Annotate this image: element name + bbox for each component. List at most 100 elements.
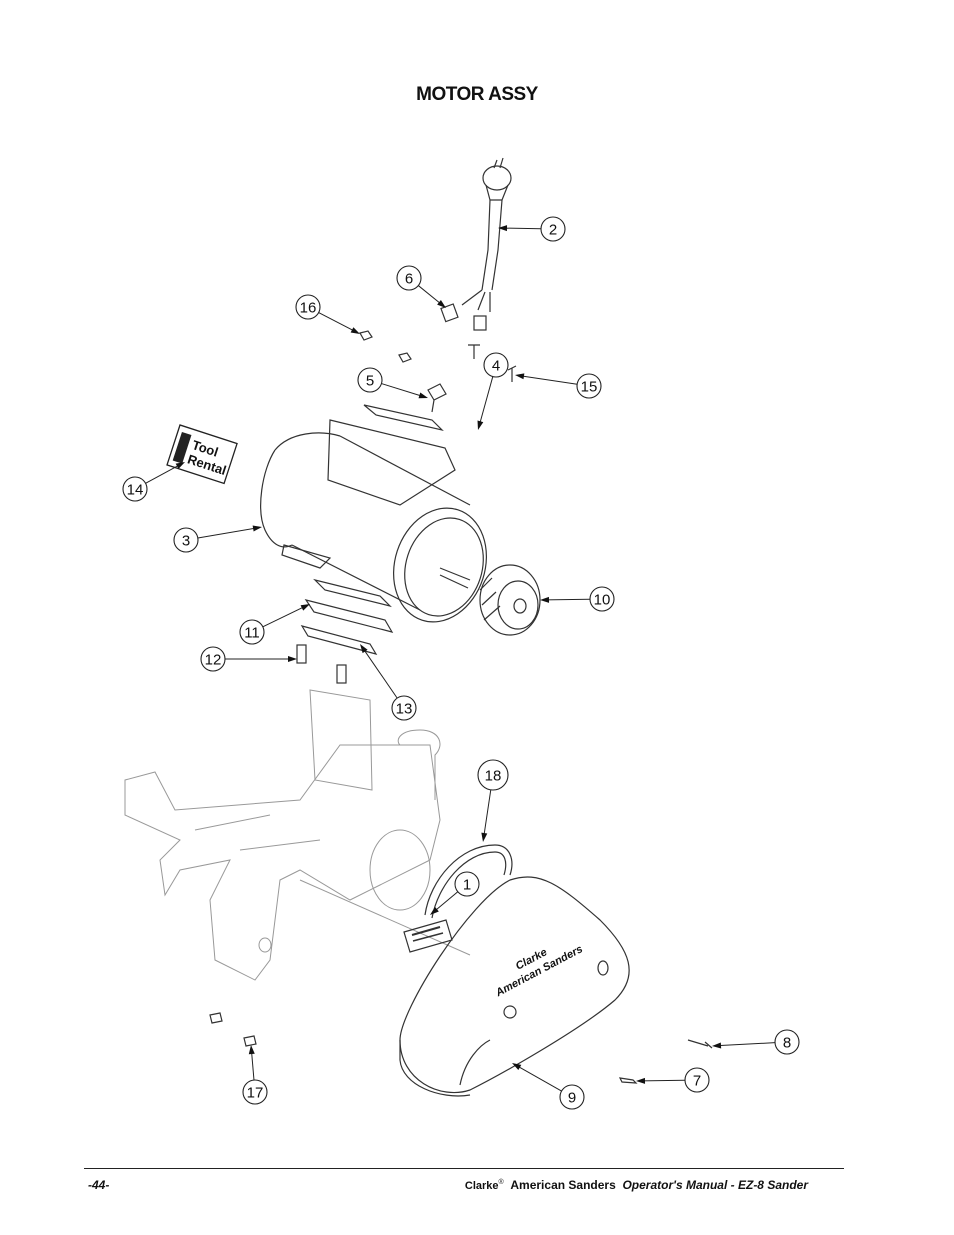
arrowhead-17	[248, 1045, 255, 1055]
power-cord-part	[440, 157, 512, 331]
callout-circle-14	[122, 476, 148, 502]
leader-line-15	[520, 375, 578, 385]
footer-manual: Operator's Manual - EZ-8 Sander	[622, 1178, 808, 1192]
footer-registered-mark: ®	[498, 1179, 504, 1186]
callout-circle-17	[242, 1079, 268, 1105]
nuts-17	[209, 1012, 257, 1047]
arrowhead-10	[540, 596, 550, 603]
motor-part	[260, 404, 487, 623]
callout-3: 3	[173, 527, 199, 553]
callout-circle-7	[684, 1067, 710, 1093]
arrowhead-5	[418, 392, 428, 399]
callout-12: 12	[200, 646, 226, 672]
belt-cover-part	[399, 876, 630, 1097]
callout-label-8: 8	[783, 1035, 791, 1052]
callout-6: 6	[396, 265, 422, 291]
callout-2: 2	[540, 216, 566, 242]
leader-line-11	[262, 606, 305, 628]
leader-line-4	[479, 376, 494, 425]
arrowhead-13	[360, 644, 368, 654]
callout-circle-8	[774, 1029, 800, 1055]
callout-circle-2	[540, 216, 566, 242]
callout-15: 15	[576, 373, 602, 399]
callout-14: 14	[122, 476, 148, 502]
arrowhead-14	[175, 462, 185, 469]
callout-8: 8	[774, 1029, 800, 1055]
callout-label-7: 7	[693, 1073, 701, 1090]
arrowhead-16	[350, 327, 360, 334]
callout-label-16: 16	[300, 300, 317, 317]
callout-5: 5	[357, 367, 383, 393]
callout-13: 13	[391, 695, 417, 721]
arrowhead-7	[636, 1077, 646, 1084]
belt-cover-logo: Clarke American Sanders	[493, 943, 585, 999]
leader-line-10	[545, 598, 591, 601]
callout-label-2: 2	[549, 222, 557, 239]
callout-label-13: 13	[396, 701, 413, 718]
warning-label-part	[403, 919, 453, 953]
callout-circle-11	[239, 619, 265, 645]
callout-label-4: 4	[492, 358, 500, 375]
page-title: MOTOR ASSY	[416, 84, 538, 105]
callout-10: 10	[589, 586, 615, 612]
arrowhead-11	[300, 604, 310, 611]
callout-label-10: 10	[594, 592, 611, 609]
callout-circle-18	[477, 759, 509, 791]
screws-7-8	[618, 1039, 713, 1084]
callout-4: 4	[483, 352, 509, 378]
callout-7: 7	[684, 1067, 710, 1093]
leader-line-7	[641, 1079, 686, 1082]
leader-line-9	[516, 1065, 562, 1092]
callout-circle-16	[295, 294, 321, 320]
leader-line-6	[418, 285, 442, 305]
callout-label-14: 14	[127, 482, 144, 499]
callout-circle-10	[589, 586, 615, 612]
footer-manual-title: Clarke® American Sanders Operator's Manu…	[465, 1178, 808, 1192]
leader-lines	[145, 225, 776, 1092]
footer-brand: Clarke	[464, 1180, 499, 1192]
callout-label-15: 15	[581, 379, 598, 396]
callout-label-5: 5	[366, 373, 374, 390]
small-hardware	[359, 330, 517, 413]
leader-line-14	[145, 464, 180, 484]
leader-line-16	[318, 312, 355, 332]
callout-circle-3	[173, 527, 199, 553]
callout-label-17: 17	[247, 1085, 264, 1102]
leader-line-18	[483, 789, 492, 837]
callout-circle-15	[576, 373, 602, 399]
callout-label-1: 1	[463, 877, 471, 894]
callout-label-6: 6	[405, 271, 413, 288]
arrowhead-4	[477, 420, 484, 430]
leader-line-5	[381, 383, 423, 397]
arrowhead-12	[288, 656, 297, 662]
frame-part	[124, 689, 471, 981]
arrowhead-6	[437, 300, 446, 308]
callout-circle-12	[200, 646, 226, 672]
footer-maker: American Sanders	[510, 1178, 616, 1192]
arrowhead-3	[252, 525, 262, 532]
leader-line-1	[434, 891, 459, 912]
callout-label-9: 9	[568, 1090, 576, 1107]
callout-label-3: 3	[182, 533, 190, 550]
callout-18: 18	[477, 759, 509, 791]
callout-11: 11	[239, 619, 265, 645]
arrowhead-1	[430, 906, 439, 915]
callout-17: 17	[242, 1079, 268, 1105]
callout-1: 1	[454, 871, 480, 897]
belt-part	[424, 844, 513, 919]
arrowhead-8	[712, 1042, 722, 1049]
callout-circle-4	[483, 352, 509, 378]
callout-9: 9	[559, 1084, 585, 1110]
callout-16: 16	[295, 294, 321, 320]
arrowhead-18	[481, 832, 488, 842]
leader-line-8	[717, 1042, 776, 1047]
mount-plates	[296, 578, 394, 684]
callout-label-12: 12	[205, 652, 222, 669]
leader-line-13	[362, 648, 398, 699]
tool-rental-decal: Tool Rental	[166, 424, 238, 485]
leader-line-17	[251, 1050, 255, 1081]
callout-circle-13	[391, 695, 417, 721]
leader-line-2	[503, 227, 542, 230]
